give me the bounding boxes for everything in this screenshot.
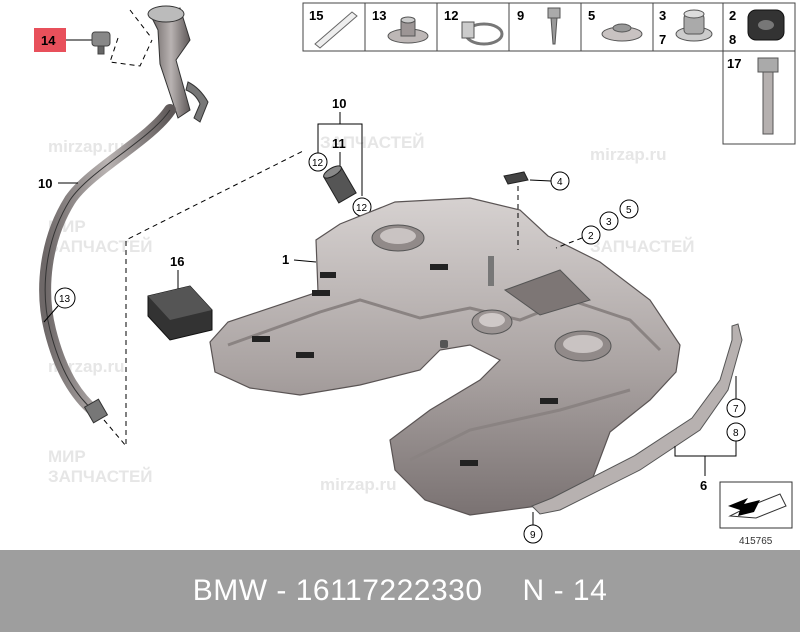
- table-label-15: 15: [309, 8, 323, 23]
- circle-label-8: 8: [733, 428, 739, 439]
- callout-1: 1: [282, 252, 289, 267]
- watermark-text: ЗАПЧАСТЕЙ: [320, 133, 425, 152]
- separator: [287, 574, 296, 608]
- circle-label-13: 13: [59, 294, 71, 305]
- bolt-icon: [757, 57, 779, 135]
- leader-bracket: [317, 123, 363, 196]
- dashed-guide: [103, 149, 306, 448]
- circle-callout-3: [599, 211, 619, 231]
- separator: -: [276, 574, 287, 607]
- circle-callout-12a: [308, 152, 328, 172]
- callout-14: 14: [41, 33, 56, 48]
- circle-label-3: 3: [606, 217, 612, 228]
- circle-label-9: 9: [530, 530, 536, 541]
- watermark-text: МИР: [48, 447, 86, 466]
- hose-end-fitting: [83, 398, 109, 424]
- parts-diagram: МИР ЗАПЧАСТЕЙ ЗАПЧАСТЕЙ mirzap.ru mirzap…: [34, 2, 796, 547]
- table-label-5: 5: [588, 8, 595, 23]
- dashed-guide: [129, 9, 151, 37]
- bush-icon: [747, 9, 785, 41]
- foam-pad-icon: [147, 285, 213, 341]
- circle-label-12b: 12: [356, 203, 368, 214]
- dashed-guide: [109, 37, 153, 67]
- part-number: 16117222330: [295, 574, 483, 607]
- circle-label-2: 2: [588, 231, 594, 242]
- n-label: N: [522, 574, 545, 607]
- table-label-12: 12: [444, 8, 458, 23]
- separator: [268, 574, 277, 608]
- table-label-17: 17: [727, 56, 741, 71]
- table-label-2: 2: [729, 8, 736, 23]
- table-label-13: 13: [372, 8, 386, 23]
- washer-icon: [387, 16, 429, 44]
- strap-clip-icon: [314, 11, 358, 49]
- rubber-mount-icon: [675, 9, 713, 42]
- filler-neck: [147, 5, 209, 123]
- callout-11: 11: [332, 136, 346, 151]
- sensor-icon: [503, 171, 529, 185]
- leader-line: [43, 305, 59, 323]
- leader-line: [293, 259, 317, 263]
- watermark-text: ЗАПЧАСТЕЙ: [48, 237, 153, 256]
- watermark-text: mirzap.ru: [590, 145, 667, 164]
- callout-16: 16: [170, 254, 184, 269]
- screw-icon: [547, 7, 561, 45]
- parts-table: 15 13 12 9 5 3 7 2 8 17: [302, 2, 796, 145]
- circle-label-12a: 12: [312, 158, 324, 169]
- fuel-tank: [209, 197, 681, 516]
- separator: [564, 574, 573, 608]
- grommet-icon: [601, 23, 643, 42]
- leader-line: [529, 179, 552, 182]
- part-14-highlight[interactable]: [34, 28, 66, 52]
- arrow-forward-icon: [728, 498, 760, 516]
- watermark-text: mirzap.ru: [320, 475, 397, 494]
- callout-10-hose: 10: [38, 176, 52, 191]
- vent-valve-icon: [91, 31, 111, 55]
- table-label-3: 3: [659, 8, 666, 23]
- tank-strap: [531, 323, 743, 515]
- drawing-number: 415765: [739, 536, 773, 547]
- circle-callout-2: [581, 225, 601, 245]
- circle-callout-5: [619, 199, 639, 219]
- watermark-text: ЗАПЧАСТЕЙ: [48, 467, 153, 486]
- connector-hose-icon: [323, 165, 357, 204]
- watermark-text: ЗАПЧАСТЕЙ: [590, 237, 695, 256]
- leader-bracket: [674, 441, 737, 457]
- separator: -: [553, 574, 565, 607]
- circle-label-4: 4: [557, 177, 563, 188]
- callout-10-top: 10: [332, 96, 346, 111]
- table-label-7: 7: [659, 32, 666, 47]
- circle-label-7: 7: [733, 404, 739, 415]
- callout-6: 6: [700, 478, 707, 493]
- hose-outline: [44, 109, 171, 413]
- part-footer-bar: BMW - 16117222330 N - 14: [0, 550, 800, 632]
- dashed-guide: [555, 237, 583, 249]
- separator: [545, 574, 554, 608]
- hose-clamp-icon: [461, 21, 504, 46]
- watermark-text: mirzap.ru: [48, 137, 125, 156]
- table-label-9: 9: [517, 8, 524, 23]
- circle-callout-13: [54, 287, 76, 309]
- n-value: 14: [572, 574, 608, 607]
- table-label-8: 8: [729, 32, 736, 47]
- brand-label: BMW: [192, 574, 268, 607]
- circle-label-5: 5: [626, 205, 632, 216]
